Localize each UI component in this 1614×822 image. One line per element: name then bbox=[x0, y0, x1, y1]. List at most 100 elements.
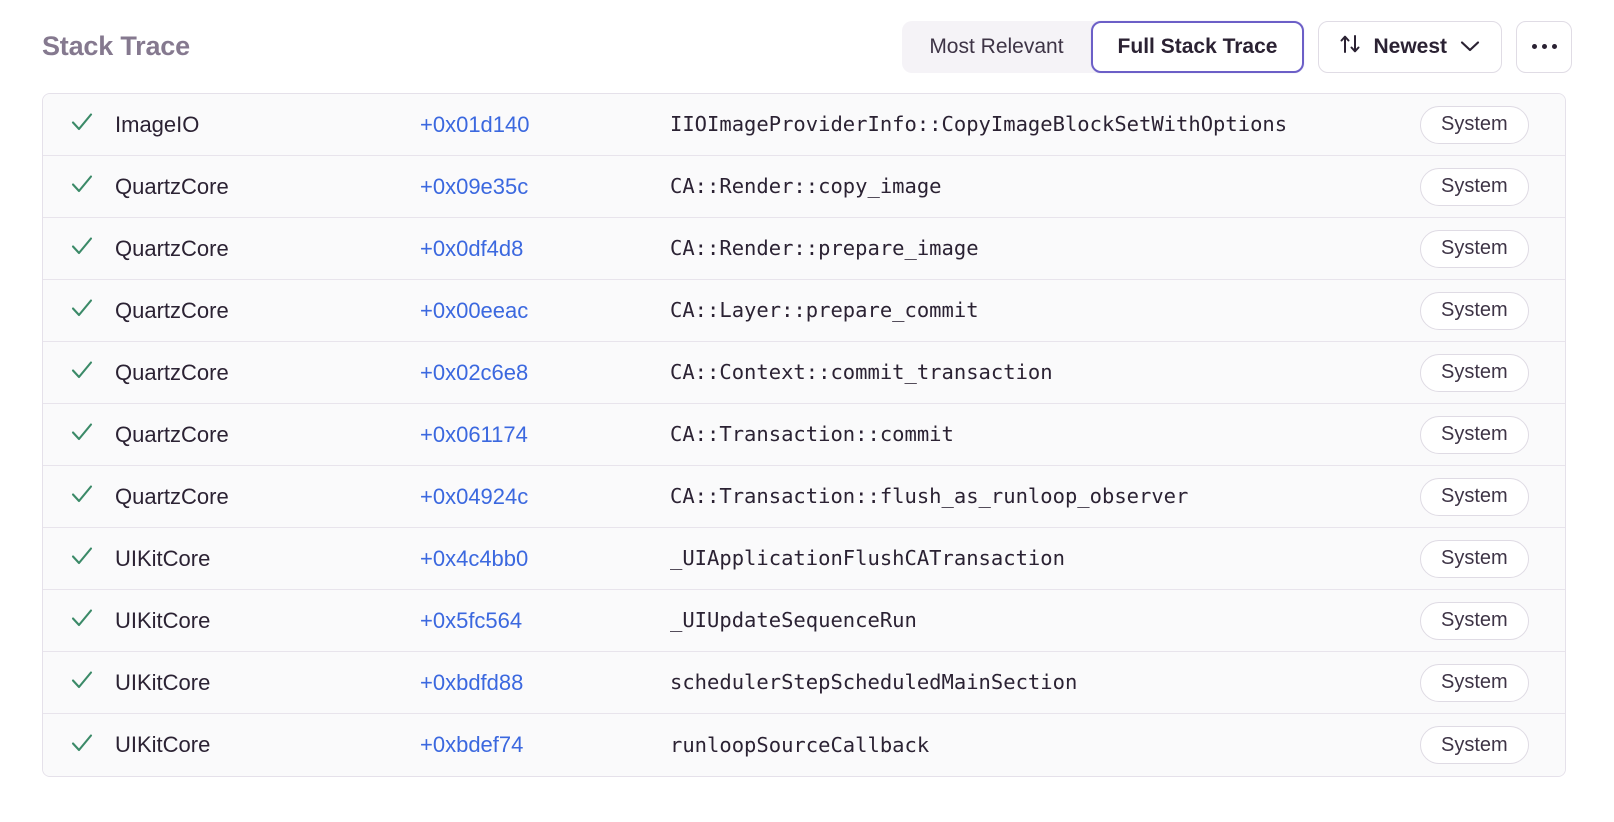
frame-function: CA::Transaction::commit bbox=[670, 422, 954, 446]
frame-expanded-check[interactable] bbox=[43, 419, 115, 450]
check-icon bbox=[69, 109, 95, 140]
frame-address[interactable]: +0x4c4bb0 bbox=[420, 545, 529, 571]
frame-module: QuartzCore bbox=[115, 173, 229, 199]
frame-expanded-check[interactable] bbox=[43, 233, 115, 264]
frame-module: UIKitCore bbox=[115, 669, 211, 695]
frame-expanded-check[interactable] bbox=[43, 667, 115, 698]
table-row[interactable]: QuartzCore +0x00eeac CA::Layer::prepare_… bbox=[43, 280, 1565, 342]
status-badge: System bbox=[1420, 291, 1529, 330]
table-row[interactable]: ImageIO +0x01d140 IIOImageProviderInfo::… bbox=[43, 94, 1565, 156]
check-icon bbox=[69, 730, 95, 761]
frame-origin: System bbox=[1420, 167, 1565, 206]
status-badge: System bbox=[1420, 539, 1529, 578]
check-icon bbox=[69, 233, 95, 264]
header-controls: Most Relevant Full Stack Trace Newest bbox=[902, 20, 1572, 73]
frame-address[interactable]: +0x0df4d8 bbox=[420, 235, 524, 261]
frame-function: CA::Render::copy_image bbox=[670, 174, 942, 198]
frame-expanded-check[interactable] bbox=[43, 171, 115, 202]
check-icon bbox=[69, 481, 95, 512]
table-row[interactable]: QuartzCore +0x0df4d8 CA::Render::prepare… bbox=[43, 218, 1565, 280]
frame-function: runloopSourceCallback bbox=[670, 732, 930, 757]
frame-module: QuartzCore bbox=[115, 359, 229, 385]
check-icon bbox=[69, 295, 95, 326]
tab-most-relevant[interactable]: Most Relevant bbox=[902, 21, 1090, 73]
frame-module: UIKitCore bbox=[115, 732, 211, 757]
status-badge: System bbox=[1420, 415, 1529, 454]
status-badge: System bbox=[1420, 726, 1529, 764]
frame-function: IIOImageProviderInfo::CopyImageBlockSetW… bbox=[670, 112, 1288, 136]
frame-address[interactable]: +0x061174 bbox=[420, 421, 528, 447]
frame-expanded-check[interactable] bbox=[43, 481, 115, 512]
frame-module: QuartzCore bbox=[115, 297, 229, 323]
frame-address[interactable]: +0x00eeac bbox=[420, 297, 529, 323]
status-badge: System bbox=[1420, 477, 1529, 516]
table-row[interactable]: UIKitCore +0xbdfd88 schedulerStepSchedul… bbox=[43, 652, 1565, 714]
frame-function: CA::Render::prepare_image bbox=[670, 236, 979, 260]
frame-origin: System bbox=[1420, 291, 1565, 330]
ellipsis-icon bbox=[1531, 44, 1557, 49]
sort-dropdown[interactable]: Newest bbox=[1318, 20, 1502, 73]
frame-origin: System bbox=[1420, 353, 1565, 392]
frame-module: ImageIO bbox=[115, 111, 200, 137]
frame-origin: System bbox=[1420, 601, 1565, 640]
status-badge: System bbox=[1420, 167, 1529, 206]
check-icon bbox=[69, 171, 95, 202]
frame-function: CA::Transaction::flush_as_runloop_observ… bbox=[670, 484, 1189, 508]
table-row[interactable]: QuartzCore +0x04924c CA::Transaction::fl… bbox=[43, 466, 1565, 528]
frame-address[interactable]: +0x04924c bbox=[420, 483, 529, 509]
table-row[interactable]: QuartzCore +0x09e35c CA::Render::copy_im… bbox=[43, 156, 1565, 218]
frame-origin: System bbox=[1420, 477, 1565, 516]
frame-function: schedulerStepScheduledMainSection bbox=[670, 670, 1078, 694]
frame-address[interactable]: +0xbdef74 bbox=[420, 732, 524, 757]
stack-trace-list: ImageIO +0x01d140 IIOImageProviderInfo::… bbox=[42, 93, 1566, 777]
frame-address[interactable]: +0x09e35c bbox=[420, 173, 529, 199]
more-options-button[interactable] bbox=[1516, 20, 1572, 73]
frame-function: CA::Context::commit_transaction bbox=[670, 360, 1053, 384]
check-icon bbox=[69, 357, 95, 388]
chevron-down-icon bbox=[1459, 35, 1481, 59]
table-row[interactable]: UIKitCore +0x4c4bb0 _UIApplicationFlushC… bbox=[43, 528, 1565, 590]
frame-module: UIKitCore bbox=[115, 607, 211, 633]
frame-address[interactable]: +0x01d140 bbox=[420, 111, 530, 137]
frame-module: QuartzCore bbox=[115, 421, 229, 447]
tab-full-stack-trace[interactable]: Full Stack Trace bbox=[1090, 20, 1305, 73]
frame-origin: System bbox=[1420, 229, 1565, 268]
check-icon bbox=[69, 419, 95, 450]
frame-expanded-check[interactable] bbox=[43, 109, 115, 140]
frame-origin: System bbox=[1420, 105, 1565, 144]
status-badge: System bbox=[1420, 105, 1529, 144]
stack-trace-header: Stack Trace Most Relevant Full Stack Tra… bbox=[0, 0, 1614, 93]
check-icon bbox=[69, 667, 95, 698]
frame-address[interactable]: +0x5fc564 bbox=[420, 607, 523, 633]
frame-expanded-check[interactable] bbox=[43, 543, 115, 574]
status-badge: System bbox=[1420, 663, 1529, 702]
page-title: Stack Trace bbox=[42, 31, 190, 61]
table-row[interactable]: QuartzCore +0x061174 CA::Transaction::co… bbox=[43, 404, 1565, 466]
status-badge: System bbox=[1420, 601, 1529, 640]
status-badge: System bbox=[1420, 353, 1529, 392]
stack-trace-view-toggle[interactable]: Most Relevant Full Stack Trace bbox=[902, 20, 1305, 73]
frame-function: _UIApplicationFlushCATransaction bbox=[670, 546, 1065, 570]
table-row[interactable]: UIKitCore +0xbdef74 runloopSourceCallbac… bbox=[43, 714, 1565, 776]
table-row[interactable]: QuartzCore +0x02c6e8 CA::Context::commit… bbox=[43, 342, 1565, 404]
frame-expanded-check[interactable] bbox=[43, 605, 115, 636]
frame-module: QuartzCore bbox=[115, 483, 229, 509]
frame-origin: System bbox=[1420, 726, 1565, 764]
frame-address[interactable]: +0xbdfd88 bbox=[420, 669, 524, 695]
check-icon bbox=[69, 605, 95, 636]
frame-address[interactable]: +0x02c6e8 bbox=[420, 359, 529, 385]
frame-expanded-check[interactable] bbox=[43, 295, 115, 326]
frame-origin: System bbox=[1420, 415, 1565, 454]
status-badge: System bbox=[1420, 229, 1529, 268]
sort-label: Newest bbox=[1373, 34, 1447, 58]
frame-function: CA::Layer::prepare_commit bbox=[670, 298, 979, 322]
check-icon bbox=[69, 543, 95, 574]
frame-expanded-check[interactable] bbox=[43, 357, 115, 388]
frame-origin: System bbox=[1420, 539, 1565, 578]
frame-module: UIKitCore bbox=[115, 545, 211, 571]
frame-origin: System bbox=[1420, 663, 1565, 702]
frame-function: _UIUpdateSequenceRun bbox=[670, 608, 917, 632]
table-row[interactable]: UIKitCore +0x5fc564 _UIUpdateSequenceRun… bbox=[43, 590, 1565, 652]
frame-expanded-check[interactable] bbox=[43, 730, 115, 761]
